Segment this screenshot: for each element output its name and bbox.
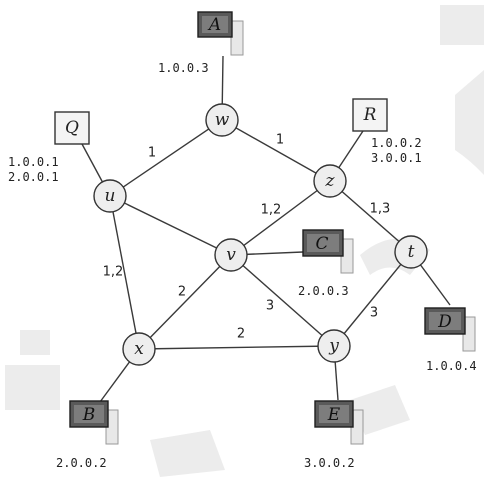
node-u: u <box>93 179 127 213</box>
host-label: D <box>437 312 452 332</box>
links <box>109 119 412 350</box>
link-weight: 1 <box>276 133 284 148</box>
host-label: B <box>82 405 96 425</box>
link-z-t <box>329 180 412 253</box>
node-w: w <box>205 103 239 137</box>
link-v-y <box>230 254 335 347</box>
node-circle <box>122 332 156 366</box>
link-w-z <box>221 119 331 182</box>
switch-nodes: w u z v t x y <box>93 103 428 366</box>
router-R: R 1.0.0.2 3.0.0.1 <box>352 98 422 165</box>
link-w-u <box>109 119 223 197</box>
link-weight: 1,2 <box>261 203 282 218</box>
node-label: t <box>408 242 415 262</box>
link-u-v <box>109 195 232 256</box>
link-weight: 3 <box>266 299 274 314</box>
host-B: B 2.0.0.2 <box>56 400 119 470</box>
node-label: y <box>328 336 339 356</box>
link-z-v <box>230 180 331 256</box>
link-weight: 1 <box>148 146 156 161</box>
node-circle <box>214 238 248 272</box>
node-label: u <box>105 186 116 206</box>
link-x-y <box>138 345 335 350</box>
node-z: z <box>313 164 347 198</box>
node-label: v <box>226 245 236 265</box>
node-label: x <box>134 339 144 359</box>
host-C: C 2.0.0.3 <box>298 229 354 298</box>
link-weight: 1,3 <box>370 202 391 217</box>
router-Q: Q 1.0.0.1 2.0.0.1 <box>8 111 90 184</box>
link-weight: 3 <box>370 306 378 321</box>
node-x: x <box>122 332 156 366</box>
router-address: 3.0.0.1 <box>371 151 422 165</box>
node-y: y <box>317 329 351 363</box>
router-address: 2.0.0.1 <box>8 170 59 184</box>
host-label: A <box>207 15 221 35</box>
router-label: R <box>363 105 377 125</box>
link-weight: 1,2 <box>103 265 124 280</box>
host-D: D 1.0.0.4 <box>424 307 477 373</box>
node-circle <box>317 329 351 363</box>
link-weights: 1 1 1,2 1,2 1,3 2 3 2 3 <box>103 133 391 342</box>
node-label: w <box>215 110 230 130</box>
link-t-y <box>333 251 412 347</box>
host-address: 1.0.0.3 <box>158 61 209 75</box>
router-label: Q <box>65 118 79 138</box>
host-address: 3.0.0.2 <box>304 456 355 470</box>
node-circle <box>93 179 127 213</box>
node-circle <box>205 103 239 137</box>
link-weight: 2 <box>237 327 245 342</box>
link-v-x <box>138 254 232 350</box>
host-address: 2.0.0.3 <box>298 284 349 298</box>
host-A: A 1.0.0.3 <box>158 11 244 75</box>
node-v: v <box>214 238 248 272</box>
host-address: 1.0.0.4 <box>426 359 477 373</box>
host-E: E 3.0.0.2 <box>304 400 364 470</box>
node-circle <box>313 164 347 198</box>
node-t: t <box>394 235 428 269</box>
router-address: 1.0.0.2 <box>371 136 422 150</box>
host-label: E <box>327 405 341 425</box>
router-address: 1.0.0.1 <box>8 155 59 169</box>
host-address: 2.0.0.2 <box>56 456 107 470</box>
link-weight: 2 <box>178 285 186 300</box>
host-label: C <box>315 234 328 254</box>
node-label: z <box>325 171 336 191</box>
node-circle <box>394 235 428 269</box>
link-u-x <box>109 195 140 350</box>
